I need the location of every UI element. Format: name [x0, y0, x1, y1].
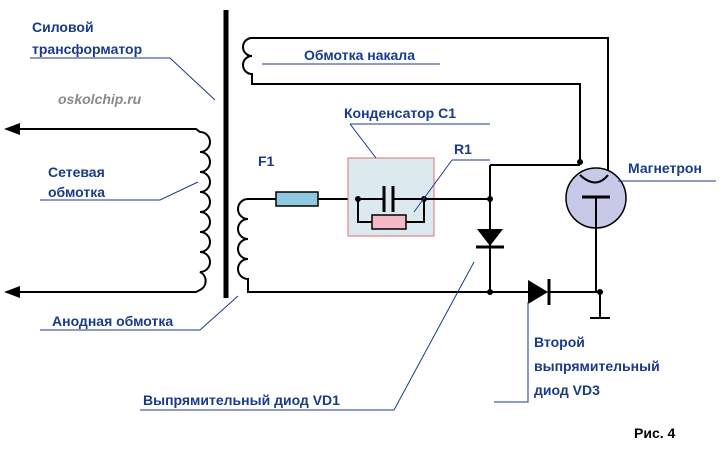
junction-dot	[487, 289, 493, 295]
label-magnetron: Магнетрон	[628, 160, 702, 176]
arrow-left-icon	[4, 123, 20, 135]
diode-vd3	[528, 279, 600, 305]
label-diode-vd1: Выпрямительный диод VD1	[143, 392, 340, 408]
label-primary-winding-2: обмотка	[48, 184, 105, 200]
label-filament-winding: Обмотка накала	[304, 47, 415, 63]
label-diode-vd3-1: Второй	[534, 334, 585, 350]
watermark: oskolchip.ru	[58, 91, 142, 107]
label-fuse: F1	[258, 153, 275, 169]
junction-dot	[577, 159, 583, 165]
capacitor-c1	[358, 186, 430, 212]
label-primary-winding-1: Сетевая	[48, 164, 105, 180]
figure-caption: Рис. 4	[634, 425, 676, 441]
junction-dot	[355, 196, 361, 202]
junction-dot	[487, 196, 493, 202]
label-capacitor: Конденсатор С1	[344, 105, 456, 121]
arrow-left-icon	[4, 286, 20, 298]
diode-vd1	[476, 229, 504, 249]
label-resistor: R1	[454, 141, 472, 157]
fuse-f1	[275, 191, 319, 207]
anode-winding	[237, 198, 528, 293]
label-power-transformer-1: Силовой	[32, 19, 94, 35]
primary-winding	[4, 123, 211, 298]
resistor-r1	[357, 199, 425, 230]
label-diode-vd3-2: выпрямительный	[534, 358, 660, 374]
filament-winding	[242, 37, 609, 175]
label-power-transformer-2: трансформатор	[32, 41, 142, 57]
label-diode-vd3-3: диод VD3	[534, 382, 600, 398]
label-anode-winding: Анодная обмотка	[52, 313, 173, 329]
magnetron-symbol	[565, 167, 627, 319]
